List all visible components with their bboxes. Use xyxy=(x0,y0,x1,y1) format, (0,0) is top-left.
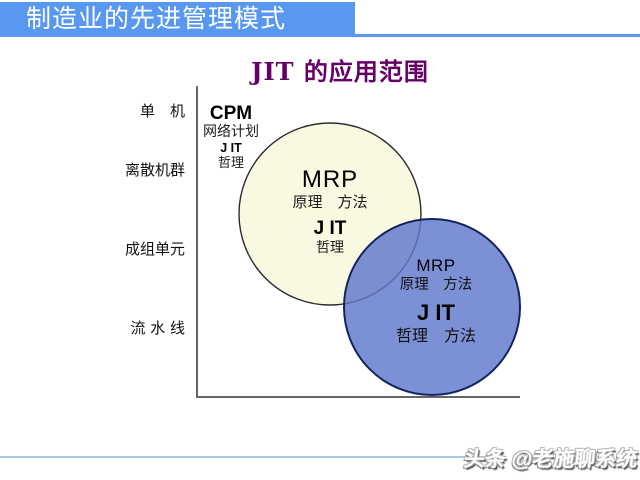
cpm-title: CPM xyxy=(209,103,253,124)
blue-mrp: MRP xyxy=(416,256,456,275)
blue-mrp-sub: 原理 方法 xyxy=(399,277,473,293)
cream-circle-labels: MRP 原理 方法 J IT 哲理 xyxy=(250,167,410,257)
cpm-annotation: CPM 网络计划 J IT 哲理 xyxy=(181,103,281,172)
blue-jit: J IT xyxy=(417,300,455,325)
cream-mrp-sub: 原理 方法 xyxy=(292,193,368,211)
y-axis-label-liushuixian: 流 水 线 xyxy=(130,319,185,337)
y-axis-label-lisanjiqun: 离散机群 xyxy=(124,161,185,179)
blue-jit-sub: 哲理 方法 xyxy=(395,326,476,345)
cream-mrp: MRP xyxy=(301,166,359,193)
header-title-bar: 制造业的先进管理模式 xyxy=(0,2,355,35)
header-rule xyxy=(0,34,640,37)
y-axis-label-chengzudanyuan: 成组单元 xyxy=(124,240,185,258)
cream-jit-sub: 哲理 xyxy=(316,240,344,256)
y-axis-label-danji: 单 机 xyxy=(139,102,185,120)
cpm-jit: J IT xyxy=(220,141,242,155)
watermark-text: 头条 @老施聊系统 xyxy=(462,448,639,471)
cpm-zheli: 哲理 xyxy=(217,156,244,171)
header-title: 制造业的先进管理模式 xyxy=(26,4,287,33)
cream-jit: J IT xyxy=(313,218,347,239)
watermark-rule xyxy=(0,456,497,458)
cpm-subtitle: 网络计划 xyxy=(203,124,259,140)
blue-circle xyxy=(343,218,521,396)
page-title: JIT 的应用范围 xyxy=(251,57,429,86)
blue-circle-labels: MRP 原理 方法 J IT 哲理 方法 xyxy=(356,256,516,345)
